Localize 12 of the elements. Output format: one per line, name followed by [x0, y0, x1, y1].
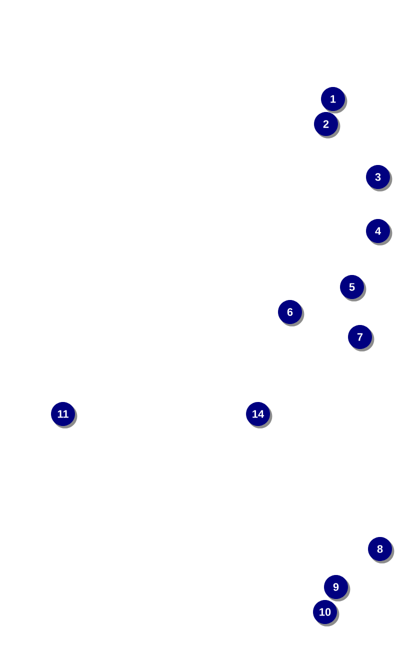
callout-number: 1 [321, 87, 348, 114]
callout-number: 7 [348, 325, 374, 352]
callout-number: 14 [246, 402, 272, 428]
callout-number: 11 [51, 402, 78, 428]
callout-number: 10 [313, 600, 340, 626]
callout-number: 9 [324, 575, 350, 602]
callout-number: 3 [366, 165, 392, 192]
callout-number: 4 [366, 219, 392, 246]
callout-number: 6 [278, 300, 304, 326]
callout-number: 2 [314, 112, 340, 138]
callout-number: 5 [340, 275, 366, 302]
callout-number: 8 [368, 537, 394, 564]
